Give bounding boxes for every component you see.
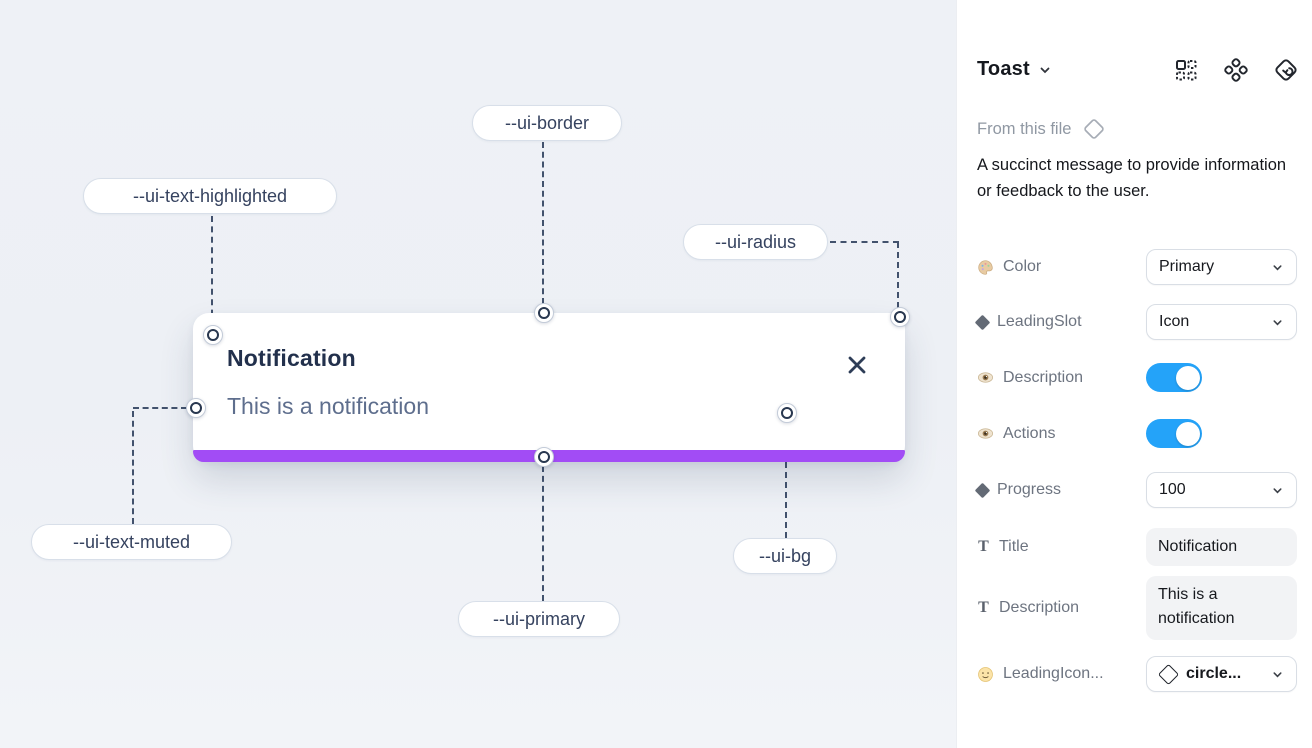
connector-line-text-muted-v (132, 411, 134, 524)
design-canvas: --ui-text-highlighted --ui-border --ui-r… (0, 0, 956, 748)
prop-label-color: Color (977, 258, 1041, 276)
chevron-down-icon (1273, 264, 1282, 270)
connector-line-text-muted-h (133, 407, 187, 409)
shape-diamond-icon (1157, 663, 1180, 685)
var-pill-border[interactable]: --ui-border (472, 105, 622, 141)
variants-icon[interactable] (1224, 58, 1248, 82)
toggle-knob (1175, 365, 1200, 390)
prop-label-description: Description (977, 369, 1083, 387)
anchor-dot-bg[interactable] (777, 403, 797, 423)
chevron-down-icon (1273, 487, 1282, 493)
chevron-down-icon (1273, 671, 1282, 677)
diamond-icon (974, 482, 991, 498)
palette-icon (978, 259, 993, 275)
prop-row-actions-toggle: Actions (977, 419, 1299, 448)
component-description: A succinct message to provide informatio… (977, 156, 1287, 200)
component-name: Toast (977, 58, 1030, 80)
smiley-icon (978, 666, 993, 682)
actions-toggle[interactable] (1146, 419, 1202, 448)
toast-component[interactable]: Notification This is a notification (193, 313, 905, 462)
color-select[interactable]: Primary (1146, 249, 1297, 285)
var-pill-primary[interactable]: --ui-primary (458, 601, 620, 637)
prop-label-description-text: T Description (978, 599, 1080, 616)
text-icon: T (978, 599, 989, 616)
title-input[interactable]: Notification (1146, 528, 1297, 566)
connector-line-radius-h (830, 241, 899, 243)
leadingicon-select[interactable]: circle... (1146, 656, 1297, 692)
color-select-value: Primary (1159, 258, 1215, 275)
prop-label-progress: Progress (974, 481, 1061, 499)
connector-line-text-highlighted (211, 216, 213, 326)
prop-label-leadingicon: LeadingIcon... (977, 665, 1104, 683)
anchor-dot-radius[interactable] (890, 307, 910, 327)
var-pill-text-muted[interactable]: --ui-text-muted (31, 524, 232, 560)
eye-icon (977, 428, 994, 439)
file-diamond-icon (1084, 119, 1105, 139)
toast-title: Notification (227, 345, 356, 371)
component-selector[interactable]: Toast (977, 58, 1052, 81)
description-input[interactable]: This is a notification (1146, 576, 1297, 640)
prop-row-leadingslot: LeadingSlot Icon (974, 304, 1299, 340)
prop-label-actions: Actions (977, 425, 1055, 443)
source-indicator: From this file (977, 116, 1107, 142)
properties-panel: Toast (956, 0, 1312, 748)
anchor-dot-text-muted[interactable] (186, 398, 206, 418)
toggle-knob (1175, 421, 1200, 446)
anchor-dot-text-highlighted[interactable] (203, 325, 223, 345)
diamond-icon (974, 314, 991, 330)
progress-select-value: 100 (1159, 481, 1186, 498)
prop-label-title: T Title (978, 538, 1029, 555)
var-pill-text-highlighted[interactable]: --ui-text-highlighted (83, 178, 337, 214)
progress-select[interactable]: 100 (1146, 472, 1297, 508)
prop-label-leadingslot: LeadingSlot (974, 313, 1082, 331)
description-toggle[interactable] (1146, 363, 1202, 392)
prop-row-color: Color Primary (977, 249, 1299, 285)
close-icon[interactable] (845, 353, 869, 377)
connector-line-radius-v (897, 242, 899, 308)
connector-line-border (542, 142, 544, 304)
prop-row-description-input: T Description This is a notification (977, 576, 1299, 640)
chevron-down-icon (1273, 319, 1282, 325)
anchor-dot-border[interactable] (534, 303, 554, 323)
leadingslot-select[interactable]: Icon (1146, 304, 1297, 340)
var-pill-radius[interactable]: --ui-radius (683, 224, 828, 260)
prop-row-title: T Title Notification (977, 528, 1299, 566)
eye-icon (977, 372, 994, 383)
prop-row-description-toggle: Description (977, 363, 1299, 392)
prop-row-leadingicon: LeadingIcon... circle... (977, 656, 1299, 692)
text-icon: T (978, 538, 989, 555)
component-grid-icon[interactable] (1174, 58, 1198, 82)
connector-line-primary (542, 466, 544, 601)
leadingslot-select-value: Icon (1159, 313, 1190, 330)
source-label: From this file (977, 119, 1072, 138)
prop-row-progress: Progress 100 (974, 472, 1299, 508)
connector-line-bg (785, 422, 787, 538)
chevron-down-icon (1040, 67, 1050, 73)
var-pill-bg[interactable]: --ui-bg (733, 538, 837, 574)
toast-description: This is a notification (227, 393, 429, 419)
swap-instance-icon[interactable] (1274, 58, 1298, 82)
anchor-dot-primary[interactable] (534, 447, 554, 467)
leadingicon-select-value: circle... (1186, 665, 1242, 682)
